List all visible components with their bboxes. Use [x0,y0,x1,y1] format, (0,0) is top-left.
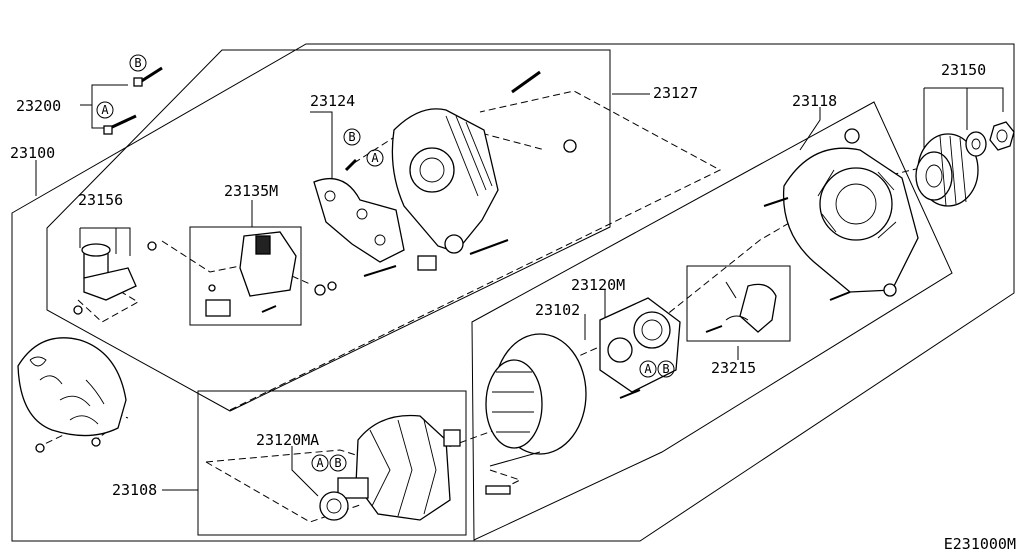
through-bolt-b [133,66,163,87]
diagram-code: E231000M [944,535,1016,553]
part-label-23150: 23150 [941,61,986,79]
rotor-group-outline [197,390,467,536]
ref-marker-b-rotor: B [329,454,347,472]
nut-part [989,121,1015,151]
part-label-23120ma: 23120MA [256,431,319,449]
rear-cover-part [17,337,127,453]
part-label-23200: 23200 [16,97,61,115]
regulator-group-outline [189,226,302,326]
svg-text:A: A [316,456,324,470]
ref-marker-b-top: B [129,54,147,72]
part-label-23156: 23156 [78,191,123,209]
svg-text:B: B [662,362,669,376]
ref-marker-a-bearing: A [639,360,657,378]
part-label-23118: 23118 [792,92,837,110]
outer-assembly-outline [11,43,1015,542]
stator-part [485,333,587,495]
svg-text:A: A [644,362,652,376]
bearing-retainer-part [599,297,681,399]
svg-text:B: B [134,56,141,70]
part-label-23108: 23108 [112,481,157,499]
rotor-part [319,414,461,521]
front-housing-part [763,128,919,301]
guide-line-long-diagonal [229,90,722,411]
part-label-23135m: 23135M [224,182,278,200]
guide-line-cover [35,411,129,449]
rear-housing-group-outline [46,49,611,412]
rectifier-part [313,158,405,296]
assembly-outline-group [11,43,1015,542]
ref-marker-b-bearing: B [657,360,675,378]
part-label-23215: 23215 [711,359,756,377]
part-label-23100: 23100 [10,144,55,162]
guide-line-sensor [77,289,139,323]
regulator-part [205,231,297,317]
part-label-23102: 23102 [535,301,580,319]
washer-part [965,131,987,157]
terminal-assembly-part [73,241,157,315]
rear-housing-part [391,70,577,271]
brush-cover-group-outline [686,265,791,342]
through-bolt-a [103,114,137,135]
ref-marker-b-rectifier: B [343,128,361,146]
svg-text:A: A [101,103,109,117]
ref-marker-a-rotor: A [311,454,329,472]
ref-marker-a-rectifier: A [366,149,384,167]
part-label-23127: 23127 [653,84,698,102]
brush-holder-part [705,281,777,333]
ref-marker-a-top: A [96,101,114,119]
pulley-part [915,133,979,207]
svg-text:A: A [371,151,379,165]
part-label-23124: 23124 [310,92,355,110]
part-label-23120m: 23120M [571,276,625,294]
svg-text:B: B [334,456,341,470]
leader-lines [35,84,1004,497]
svg-text:B: B [348,130,355,144]
